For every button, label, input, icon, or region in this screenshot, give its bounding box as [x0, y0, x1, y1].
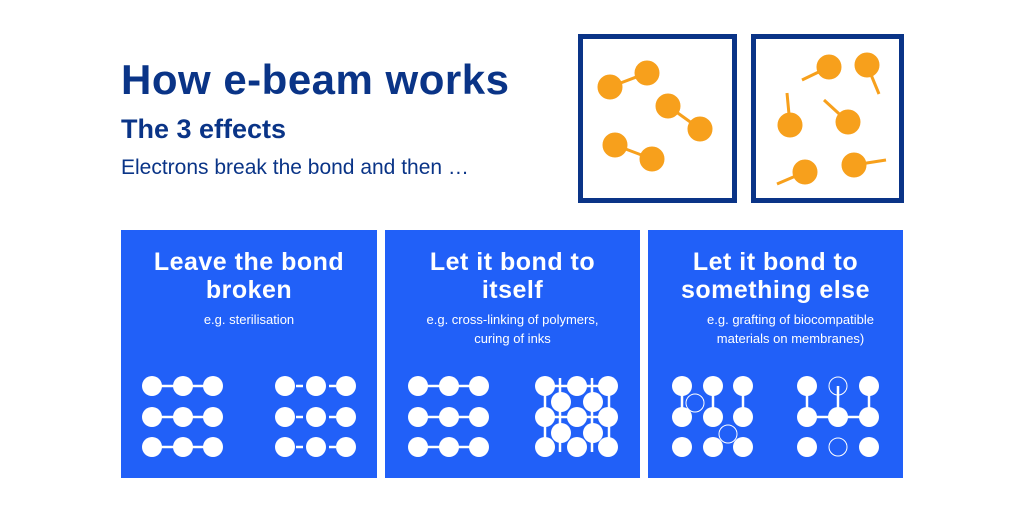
panel-title-line: something else: [681, 276, 870, 304]
atom: [567, 376, 587, 396]
atom: [598, 407, 618, 427]
atom: [306, 407, 326, 427]
lead-text: Electrons break the bond and then …: [121, 156, 469, 179]
atom: [336, 407, 356, 427]
atom: [203, 407, 223, 427]
atom: [142, 407, 162, 427]
atom: [859, 437, 879, 457]
atom: [797, 376, 817, 396]
atom: [535, 376, 555, 396]
atom: [797, 407, 817, 427]
atom: [859, 376, 879, 396]
free-site: [828, 437, 848, 457]
molecules-broken-box: [751, 34, 904, 203]
atom: [672, 407, 692, 427]
atom: [672, 376, 692, 396]
panel-example: e.g. sterilisation: [203, 312, 295, 327]
atom: [551, 392, 571, 412]
panel-title-line: broken: [205, 276, 293, 304]
atom: [408, 407, 428, 427]
atom: [859, 407, 879, 427]
panel-title-line: itself: [481, 276, 544, 304]
page-title: How e-beam works: [121, 56, 510, 103]
atom: [828, 407, 848, 427]
panel-title-line: Let it bond to: [429, 248, 596, 276]
atom: [733, 407, 753, 427]
panel-example: curing of inks: [474, 331, 551, 346]
atom: [469, 407, 489, 427]
atom: [439, 376, 459, 396]
atom-diagrams: [142, 376, 879, 457]
atom: [336, 376, 356, 396]
atom: [439, 437, 459, 457]
page-subtitle: The 3 effects: [121, 114, 287, 144]
atom: [275, 437, 295, 457]
atom: [408, 376, 428, 396]
panel-title-line: Leave the bond: [153, 248, 345, 276]
atom: [567, 437, 587, 457]
atom: [275, 376, 295, 396]
atom: [797, 437, 817, 457]
atom: [551, 423, 571, 443]
atom: [439, 407, 459, 427]
molecules-bonded-box: [578, 34, 737, 203]
atom: [703, 376, 723, 396]
atom: [203, 376, 223, 396]
atom: [703, 407, 723, 427]
atom: [173, 407, 193, 427]
panel-title-line: Let it bond to: [692, 248, 859, 276]
atom: [672, 437, 692, 457]
free-site: [718, 424, 738, 444]
atom: [567, 407, 587, 427]
atom: [583, 392, 603, 412]
free-site: [685, 393, 705, 413]
panel-example: materials on membranes): [716, 331, 865, 346]
panel-example: e.g. grafting of biocompatible: [707, 312, 874, 327]
panel-example: e.g. cross-linking of polymers,: [426, 312, 599, 327]
atom: [733, 376, 753, 396]
atom: [142, 376, 162, 396]
atom: [306, 376, 326, 396]
atom: [173, 376, 193, 396]
atom: [703, 437, 723, 457]
atom: [598, 437, 618, 457]
atom: [583, 423, 603, 443]
atom: [469, 376, 489, 396]
atom: [535, 407, 555, 427]
atom: [306, 437, 326, 457]
atom: [336, 437, 356, 457]
free-site: [828, 376, 848, 396]
atom: [142, 437, 162, 457]
atom: [203, 437, 223, 457]
atom: [275, 407, 295, 427]
atom: [598, 376, 618, 396]
atom: [173, 437, 193, 457]
atom: [535, 437, 555, 457]
atom: [469, 437, 489, 457]
atom: [408, 437, 428, 457]
atom: [733, 437, 753, 457]
